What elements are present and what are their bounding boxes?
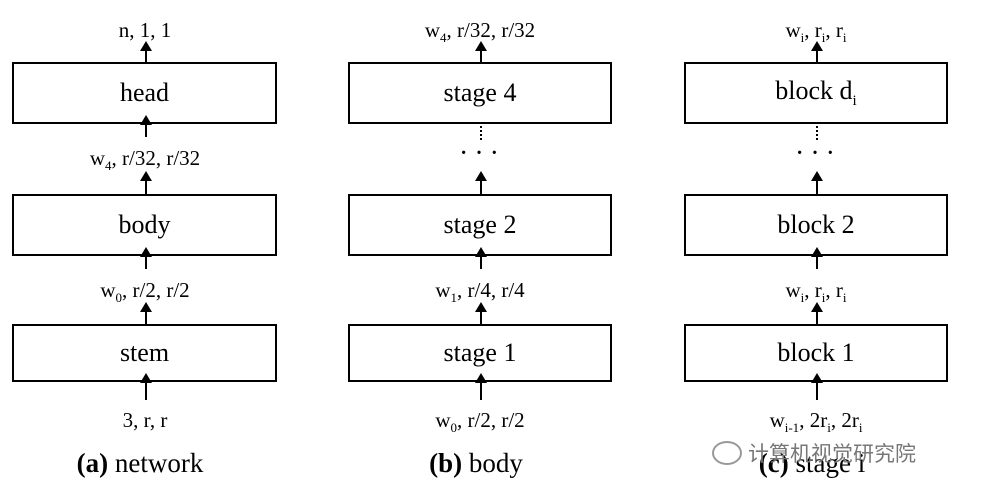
- c-arrow-blockd-out: [811, 41, 823, 62]
- a-body-output-label: w4, r/32, r/32: [89, 146, 201, 174]
- caption-a: (a) network: [77, 448, 204, 479]
- watermark-text: 计算机视觉研究院: [748, 442, 916, 466]
- b-dotted-connector: [480, 126, 484, 140]
- b-arrow-to-stage2: [475, 247, 487, 269]
- block-di-box: block di: [684, 62, 948, 124]
- a-arrow-to-body: [140, 247, 152, 269]
- body-box: body: [12, 194, 277, 256]
- caption-b-text: body: [462, 448, 523, 478]
- c-arrow-input: [811, 373, 823, 400]
- b-arrow-stage2-out: [475, 171, 487, 194]
- block-2-box: block 2: [684, 194, 948, 256]
- caption-a-letter: (a): [76, 448, 109, 478]
- caption-a-text: network: [108, 448, 204, 478]
- wechat-icon: [712, 441, 742, 465]
- a-arrow-input: [140, 373, 152, 400]
- c-arrow-block1-out: [811, 302, 823, 324]
- stage-1-box: stage 1: [348, 324, 612, 382]
- c-dotted-connector: [816, 126, 820, 140]
- watermark: 计算机视觉研究院: [712, 438, 916, 468]
- block-1-box: block 1: [684, 324, 948, 382]
- b-arrow-stage4-out: [475, 41, 487, 62]
- a-stem-output-label: w0, r/2, r/2: [100, 278, 190, 306]
- a-arrow-stem-out: [140, 302, 152, 324]
- b-input-label: w0, r/2, r/2: [435, 408, 525, 436]
- b-output-label: w4, r/32, r/32: [424, 18, 536, 46]
- a-arrow-head-out: [140, 41, 152, 62]
- b-ellipsis: ···: [459, 138, 505, 169]
- c-input-label: wi-1, 2ri, 2ri: [769, 408, 863, 436]
- c-output-label: wi, ri, ri: [785, 18, 847, 46]
- c-arrow-block2-out: [811, 171, 823, 194]
- stage-4-box: stage 4: [348, 62, 612, 124]
- c-ellipsis: ···: [795, 138, 841, 169]
- b-stage1-output-label: w1, r/4, r/4: [435, 278, 525, 306]
- a-input-label: 3, r, r: [122, 408, 168, 432]
- c-arrow-to-block2: [811, 247, 823, 269]
- caption-b: (b) body: [429, 448, 523, 479]
- a-arrow-to-head: [140, 115, 152, 137]
- c-block1-output-label: wi, ri, ri: [785, 278, 847, 306]
- caption-c-text: stage i: [788, 448, 866, 478]
- b-arrow-stage1-out: [475, 302, 487, 324]
- caption-c-letter: (c): [758, 448, 789, 478]
- caption-b-letter: (b): [429, 448, 463, 478]
- caption-c: (c) stage i: [759, 448, 865, 479]
- head-box: head: [12, 62, 277, 124]
- a-output-label: n, 1, 1: [118, 18, 172, 42]
- b-arrow-input: [475, 373, 487, 400]
- stem-box: stem: [12, 324, 277, 382]
- a-arrow-body-out: [140, 171, 152, 194]
